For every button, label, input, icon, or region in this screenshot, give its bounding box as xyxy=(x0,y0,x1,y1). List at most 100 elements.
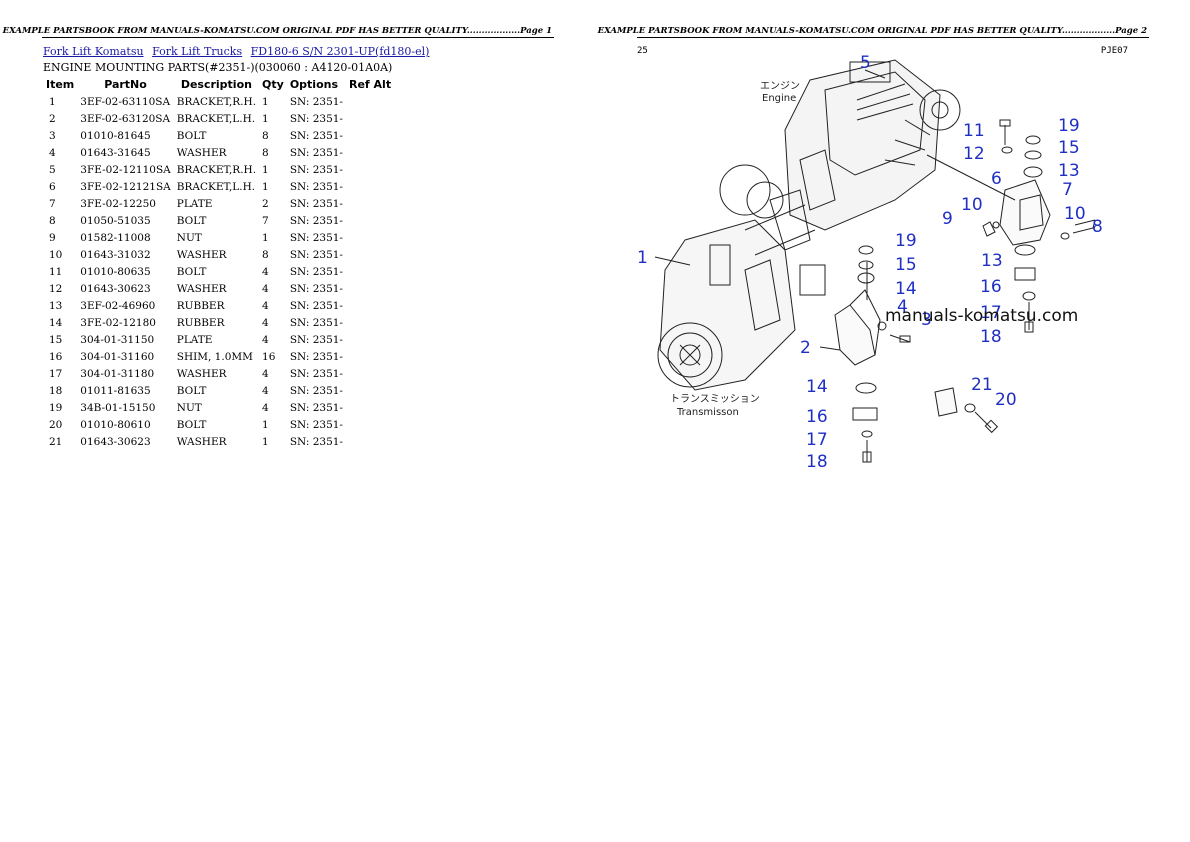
engine-label: Engine xyxy=(762,93,796,104)
cell-qty: 1 xyxy=(262,112,269,125)
column-header-description: Description xyxy=(180,78,252,91)
cell-partno: 304-01-31180 xyxy=(80,367,155,380)
callout-2: 2 xyxy=(800,338,811,358)
cell-options: SN: 2351- xyxy=(289,197,343,210)
cell-partno: 304-01-31160 xyxy=(80,350,155,363)
cell-options: SN: 2351- xyxy=(289,418,343,431)
cell-refalt xyxy=(346,365,394,382)
cell-refalt xyxy=(346,297,394,314)
breadcrumb-link-model[interactable]: FD180-6 S/N 2301-UP(fd180-el) xyxy=(250,45,430,58)
cell-qty: 4 xyxy=(262,367,269,380)
cell-qty: 1 xyxy=(262,435,269,448)
cell-description: PLATE xyxy=(176,197,213,210)
mount-stack-drawing xyxy=(852,382,878,463)
callout-11: 11 xyxy=(963,121,985,141)
cell-refalt xyxy=(346,229,394,246)
cell-options: SN: 2351- xyxy=(289,163,343,176)
cell-qty: 4 xyxy=(262,299,269,312)
cell-description: BRACKET,R.H. xyxy=(176,163,257,176)
transmission-label: Transmisson xyxy=(676,407,739,418)
cell-options: SN: 2351- xyxy=(289,316,343,329)
cell-options: SN: 2351- xyxy=(289,384,343,397)
page-2: EXAMPLE PARTSBOOK FROM MANUALS-KOMATSU.C… xyxy=(595,0,1190,842)
callout-6: 6 xyxy=(991,169,1002,189)
cell-item: 9 xyxy=(49,231,56,244)
callout-18: 18 xyxy=(980,327,1002,347)
breadcrumb: Fork Lift Komatsu Fork Lift Trucks FD180… xyxy=(43,45,434,58)
cell-partno: 01050-51035 xyxy=(80,214,151,227)
callout-4: 4 xyxy=(897,297,908,317)
cell-qty: 4 xyxy=(262,401,269,414)
cell-options: SN: 2351- xyxy=(289,95,343,108)
cell-refalt xyxy=(346,433,394,450)
watermark: manuals-komatsu.com xyxy=(885,306,1078,326)
cell-description: WASHER xyxy=(176,146,227,159)
breadcrumb-link-fork-lift-trucks[interactable]: Fork Lift Trucks xyxy=(152,45,243,58)
cell-item: 20 xyxy=(49,418,63,431)
parts-table: Item PartNo Description Qty Options Ref … xyxy=(43,76,394,450)
callout-9: 9 xyxy=(942,209,953,229)
cell-options: SN: 2351- xyxy=(289,299,343,312)
cell-options: SN: 2351- xyxy=(289,350,343,363)
cell-refalt xyxy=(346,263,394,280)
callout-16: 16 xyxy=(980,277,1002,297)
cell-item: 8 xyxy=(49,214,56,227)
cell-partno: 01011-81635 xyxy=(80,384,151,397)
callout-16-lower: 16 xyxy=(806,407,828,427)
cell-options: SN: 2351- xyxy=(289,180,343,193)
cell-item: 5 xyxy=(49,163,56,176)
callout-17-lower: 17 xyxy=(806,430,828,450)
bracket-lh-drawing xyxy=(834,245,911,366)
callout-14: 14 xyxy=(895,279,917,299)
callout-15-lower: 15 xyxy=(895,255,917,275)
cell-partno: 01643-30623 xyxy=(80,435,151,448)
column-header-options: Options xyxy=(289,78,339,91)
cell-qty: 8 xyxy=(262,146,269,159)
cell-refalt xyxy=(346,110,394,127)
cell-item: 10 xyxy=(49,248,63,261)
column-header-qty: Qty xyxy=(262,78,284,91)
cell-qty: 4 xyxy=(262,282,269,295)
cell-options: SN: 2351- xyxy=(289,367,343,380)
cell-description: BOLT xyxy=(176,214,207,227)
cell-partno: 01582-11008 xyxy=(80,231,151,244)
cell-refalt xyxy=(346,195,394,212)
cell-description: RUBBER xyxy=(176,299,225,312)
cell-refalt xyxy=(346,93,394,110)
callout-19-lower: 19 xyxy=(895,231,917,251)
cell-partno: 01010-81645 xyxy=(80,129,151,142)
cell-options: SN: 2351- xyxy=(289,112,343,125)
cell-item: 1 xyxy=(49,95,56,108)
cell-item: 15 xyxy=(49,333,63,346)
page-1: EXAMPLE PARTSBOOK FROM MANUALS-KOMATSU.C… xyxy=(3,26,554,450)
breadcrumb-link-fork-lift-komatsu[interactable]: Fork Lift Komatsu xyxy=(43,45,144,58)
cell-item: 11 xyxy=(49,265,63,278)
callout-10: 10 xyxy=(961,195,983,215)
cell-description: BRACKET,L.H. xyxy=(176,180,256,193)
cell-description: BOLT xyxy=(176,129,207,142)
cell-description: NUT xyxy=(176,401,202,414)
cell-qty: 8 xyxy=(262,129,269,142)
cell-item: 21 xyxy=(49,435,63,448)
cell-options: SN: 2351- xyxy=(289,129,343,142)
transmission-drawing xyxy=(657,204,826,391)
cell-item: 12 xyxy=(49,282,63,295)
cell-qty: 4 xyxy=(262,333,269,346)
cell-refalt xyxy=(346,331,394,348)
callout-19: 19 xyxy=(1058,116,1080,136)
engine-drawing xyxy=(719,59,961,251)
cell-partno: 3EF-02-63120SA xyxy=(80,112,171,125)
header-rule xyxy=(637,37,1149,38)
leader-lines xyxy=(654,69,886,351)
cell-item: 7 xyxy=(49,197,56,210)
cell-partno: 3FE-02-12121SA xyxy=(80,180,171,193)
